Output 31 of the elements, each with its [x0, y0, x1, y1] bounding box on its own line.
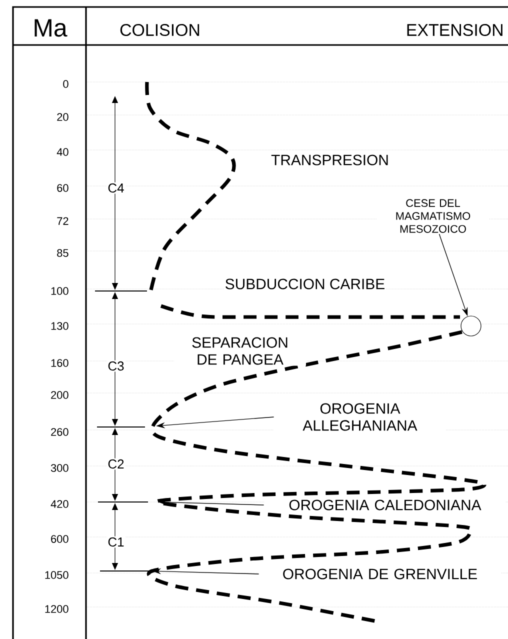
axis-tick-label: 20	[56, 112, 70, 122]
axis-tick-label: 420	[50, 499, 70, 509]
interval-label: C3	[106, 360, 126, 372]
axis-tick-label: 100	[50, 286, 70, 296]
axis-tick-label: 160	[50, 358, 70, 368]
callout-text: OROGENIA ALLEGHANIANA	[274, 402, 446, 432]
axis-tick-label: 300	[50, 463, 70, 473]
interval-label: C4	[106, 182, 126, 194]
column-heading: Ma	[32, 18, 68, 38]
callout-text: CESE DEL MAGMATISMO MESOZOICO	[377, 198, 489, 234]
column-heading: EXTENSION	[404, 23, 505, 37]
column-heading: COLISION	[118, 23, 202, 37]
axis-tick-label: 1200	[43, 604, 70, 614]
axis-tick-label: 0	[62, 79, 70, 89]
end-circle	[460, 316, 482, 336]
process-label: SUBDUCCION CARIBE	[224, 278, 386, 290]
callout-text: OROGENIA CALEDONIANA	[264, 498, 506, 512]
axis-tick-label: 40	[56, 147, 70, 157]
callout-text: OROGENIA DE GRENVILLE	[259, 568, 501, 580]
axis-tick-label: 85	[56, 248, 70, 258]
axis-tick-label: 600	[50, 534, 70, 544]
axis-tick-label: 60	[56, 183, 70, 193]
process-label: SEPARACION DE PANGEA	[174, 336, 306, 366]
interval-label: C2	[106, 458, 126, 470]
axis-tick-label: 1050	[43, 570, 70, 580]
axis-tick-label: 200	[50, 390, 70, 400]
interval-label: C1	[106, 536, 126, 548]
axis-tick-label: 130	[50, 321, 70, 331]
axis-tick-label: 260	[50, 427, 70, 437]
process-label: TRANSPRESION	[270, 154, 390, 166]
axis-tick-label: 72	[56, 216, 70, 226]
